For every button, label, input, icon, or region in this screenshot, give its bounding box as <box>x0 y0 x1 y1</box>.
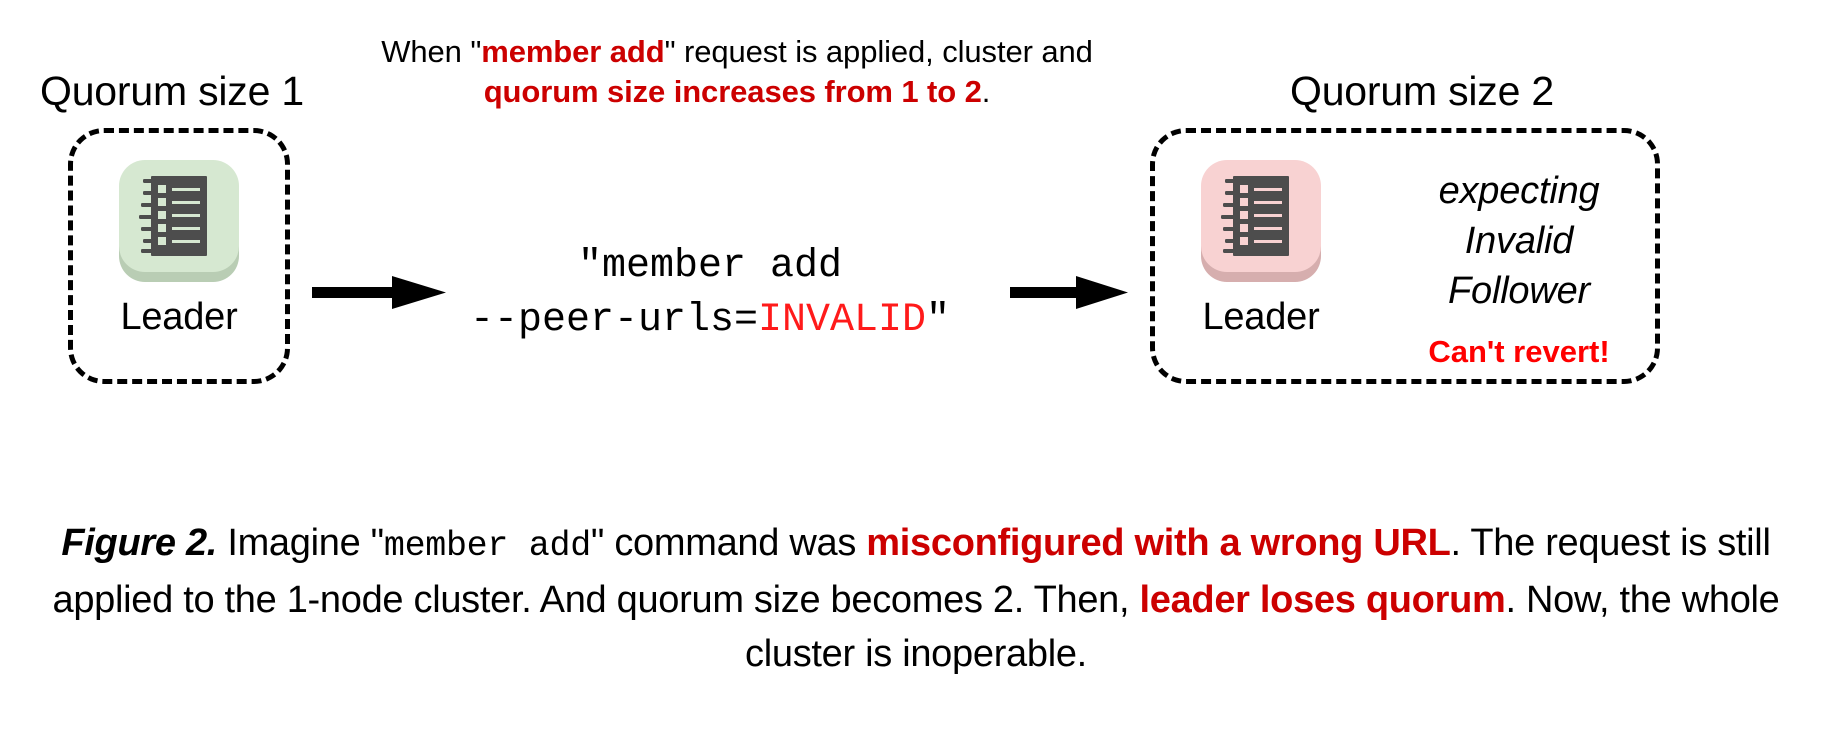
left-node-label: Leader <box>120 296 238 338</box>
annotation-highlight-quorum-increase: quorum size increases from 1 to 2 <box>483 74 982 109</box>
command-line-2: --peer-urls=INVALID" <box>430 294 990 348</box>
right-cluster-boundary <box>1150 128 1660 384</box>
ledger-icon <box>1221 176 1289 256</box>
caption-part-2: " command was <box>590 522 867 564</box>
caption-highlight-loses-quorum: leader loses quorum <box>1139 579 1506 621</box>
right-node-label: Leader <box>1202 296 1320 338</box>
annotation-highlight-member-add: member add <box>481 34 665 69</box>
left-cluster-node: Leader <box>104 160 254 338</box>
annotation-text-part-1: When " <box>381 34 482 69</box>
annotation-text-part-3: . <box>981 74 991 109</box>
right-cluster-status: expecting Invalid Follower Can't revert! <box>1394 166 1644 370</box>
command-line-1: "member add <box>577 244 843 289</box>
right-cluster-node: Leader <box>1186 160 1336 338</box>
status-line-2: Invalid <box>1464 220 1574 262</box>
right-node-tile <box>1201 160 1321 282</box>
left-cluster-boundary <box>68 128 290 384</box>
arrow-right-icon-2 <box>1010 276 1128 309</box>
top-annotation: When "member add" request is applied, cl… <box>372 32 1102 112</box>
status-line-1: expecting <box>1438 170 1600 212</box>
command-flag: --peer-urls= <box>469 298 758 343</box>
arrow-right-icon-1 <box>312 276 446 309</box>
command-closing-quote: " <box>926 298 951 343</box>
ledger-icon <box>139 176 207 256</box>
figure-caption: Figure 2. Imagine "member add" command w… <box>46 516 1786 681</box>
caption-mono-command: member add <box>383 526 591 566</box>
annotation-text-part-2: " request is applied, cluster and <box>664 34 1093 69</box>
right-cluster-heading: Quorum size 2 <box>1290 68 1555 114</box>
caption-part-3: . The request is still applied to the 1-… <box>52 522 1771 621</box>
status-warning-badge: Can't revert! <box>1428 334 1610 369</box>
figure-number: Figure 2. <box>61 522 218 564</box>
caption-highlight-misconfigured: misconfigured with a wrong URL <box>866 522 1451 564</box>
left-cluster-heading: Quorum size 1 <box>40 68 305 114</box>
caption-part-1: Imagine " <box>217 522 384 564</box>
command-invalid-value: INVALID <box>758 298 927 343</box>
status-line-3: Follower <box>1448 270 1590 312</box>
command-text: "member add --peer-urls=INVALID" <box>430 240 990 348</box>
left-node-tile <box>119 160 239 282</box>
caption-part-4: . Now, the whole cluster is inoperable. <box>745 579 1780 675</box>
